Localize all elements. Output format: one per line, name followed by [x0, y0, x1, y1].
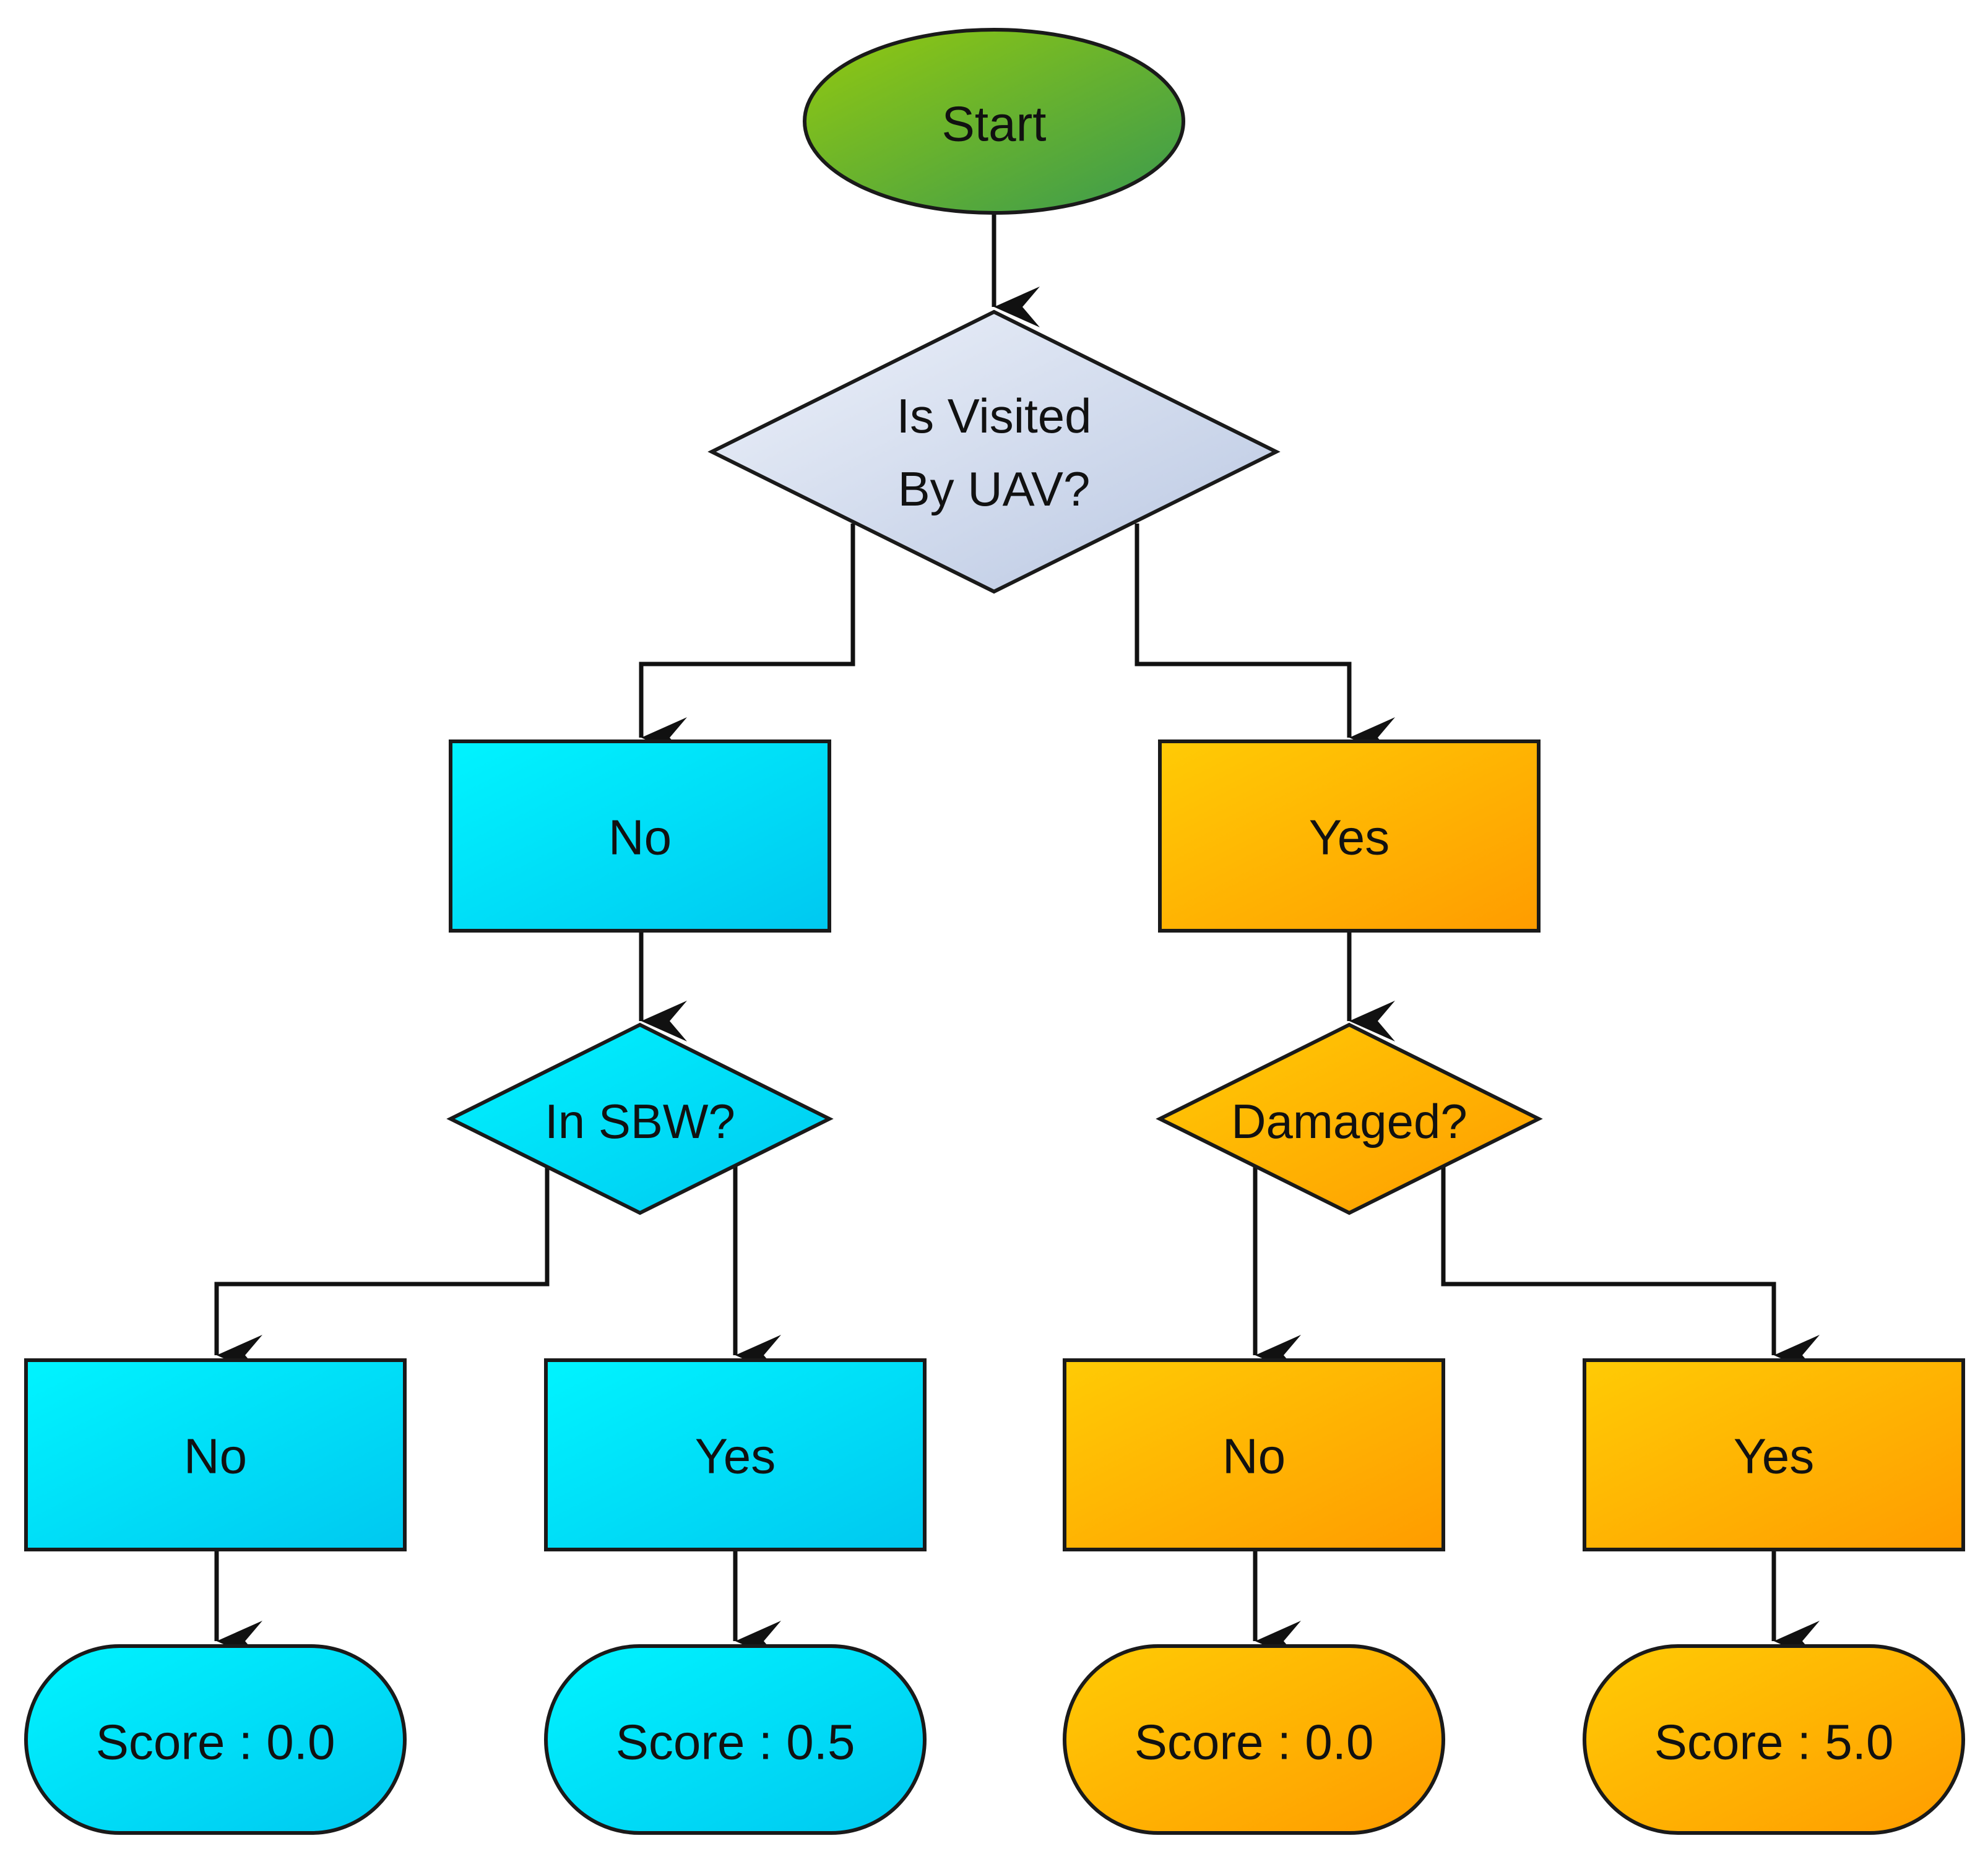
score-damaged-yes-label: Score : 5.0 [1654, 1715, 1894, 1770]
box-right-yes-label: Yes [1309, 810, 1390, 865]
box-sbw-yes-label: Yes [695, 1429, 776, 1484]
box-sbw-no: No [24, 1358, 407, 1551]
edge-damaged-to-yes [1441, 1166, 1820, 1376]
decision-in-sbw: In SBW? [446, 1022, 834, 1215]
score-sbw-no-label: Score : 0.0 [96, 1715, 335, 1770]
box-left-no: No [449, 739, 831, 933]
start-label: Start [942, 97, 1047, 152]
score-sbw-no: Score : 0.0 [24, 1644, 407, 1835]
decision-damaged: Damaged? [1156, 1022, 1543, 1215]
score-sbw-yes: Score : 0.5 [544, 1644, 927, 1835]
box-damaged-no-label: No [1222, 1429, 1286, 1484]
box-sbw-yes: Yes [544, 1358, 927, 1551]
score-damaged-no: Score : 0.0 [1063, 1644, 1445, 1835]
box-left-no-label: No [608, 810, 672, 865]
decision-is-visited-line1: Is Visited [896, 389, 1091, 443]
score-sbw-yes-label: Score : 0.5 [616, 1715, 855, 1770]
edge-visited-to-left-no [639, 524, 855, 758]
score-damaged-yes: Score : 5.0 [1583, 1644, 1965, 1835]
decision-damaged-label: Damaged? [1231, 1094, 1467, 1149]
box-sbw-no-label: No [184, 1429, 247, 1484]
decision-is-visited-line2: By UAV? [898, 462, 1091, 516]
box-right-yes: Yes [1158, 739, 1541, 933]
edge-sbw-to-no [214, 1166, 550, 1376]
decision-in-sbw-label: In SBW? [545, 1094, 735, 1149]
start-node: Start [803, 28, 1185, 215]
decision-is-visited: Is Visited By UAV? [707, 309, 1281, 594]
edges [214, 213, 1820, 1662]
box-damaged-no: No [1063, 1358, 1445, 1551]
edge-visited-to-right-yes [1134, 524, 1395, 758]
box-damaged-yes: Yes [1583, 1358, 1965, 1551]
score-damaged-no-label: Score : 0.0 [1134, 1715, 1374, 1770]
box-damaged-yes-label: Yes [1734, 1429, 1815, 1484]
